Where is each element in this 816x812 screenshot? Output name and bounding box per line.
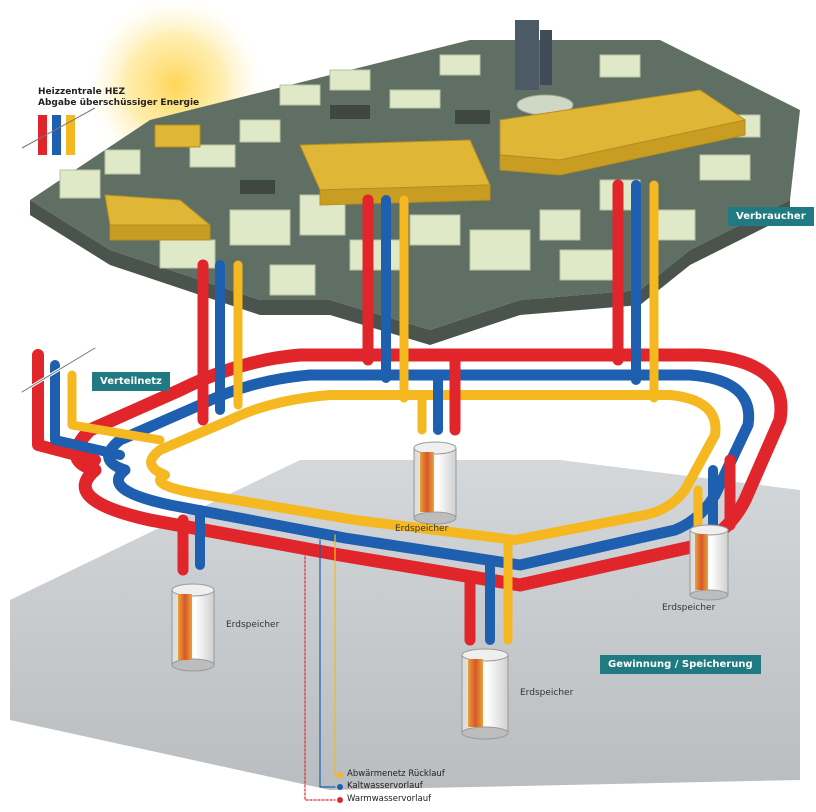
legend-dot-return: [337, 772, 343, 778]
return-pipe-loop: [146, 390, 721, 545]
hez-title: Heizzentrale HEZ Abgabe überschüssiger E…: [38, 87, 199, 109]
legend-item-cold: Kaltwasservorlauf: [347, 781, 423, 791]
city-block: [30, 20, 800, 345]
legend-item-hot: Warmwasservorlauf: [347, 794, 432, 804]
legend-dot-hot: [337, 797, 343, 803]
storage-label: Erdspeicher: [662, 603, 716, 613]
hez-pipe-icons: [21, 107, 96, 155]
storage-label: Erdspeicher: [395, 524, 449, 534]
pipe-network: [20, 179, 788, 801]
badge-verbraucher: Verbraucher: [728, 207, 814, 226]
cold-pipe-loop: [103, 369, 755, 571]
badge-verteilnetz: Verteilnetz: [92, 372, 170, 391]
hez-title-line2: Abgabe überschüssiger Energie: [38, 98, 200, 108]
storage-tank-left: [171, 583, 215, 672]
legend-item-return: Abwärmenetz Rücklauf: [347, 769, 445, 779]
legend-dot-cold: [337, 784, 343, 790]
storage-tank-bottom: [461, 648, 509, 740]
storage-tank-right: [689, 524, 729, 601]
storage-label: Erdspeicher: [520, 688, 574, 698]
hez-title-line1: Heizzentrale HEZ: [38, 87, 126, 97]
badge-gewinnung: Gewinnung / Speicherung: [600, 655, 761, 674]
hot-pipe-loop: [69, 348, 788, 592]
consumer-buildings: [104, 89, 747, 241]
storage-label: Erdspeicher: [226, 620, 280, 630]
storage-tank-center: [413, 441, 457, 525]
